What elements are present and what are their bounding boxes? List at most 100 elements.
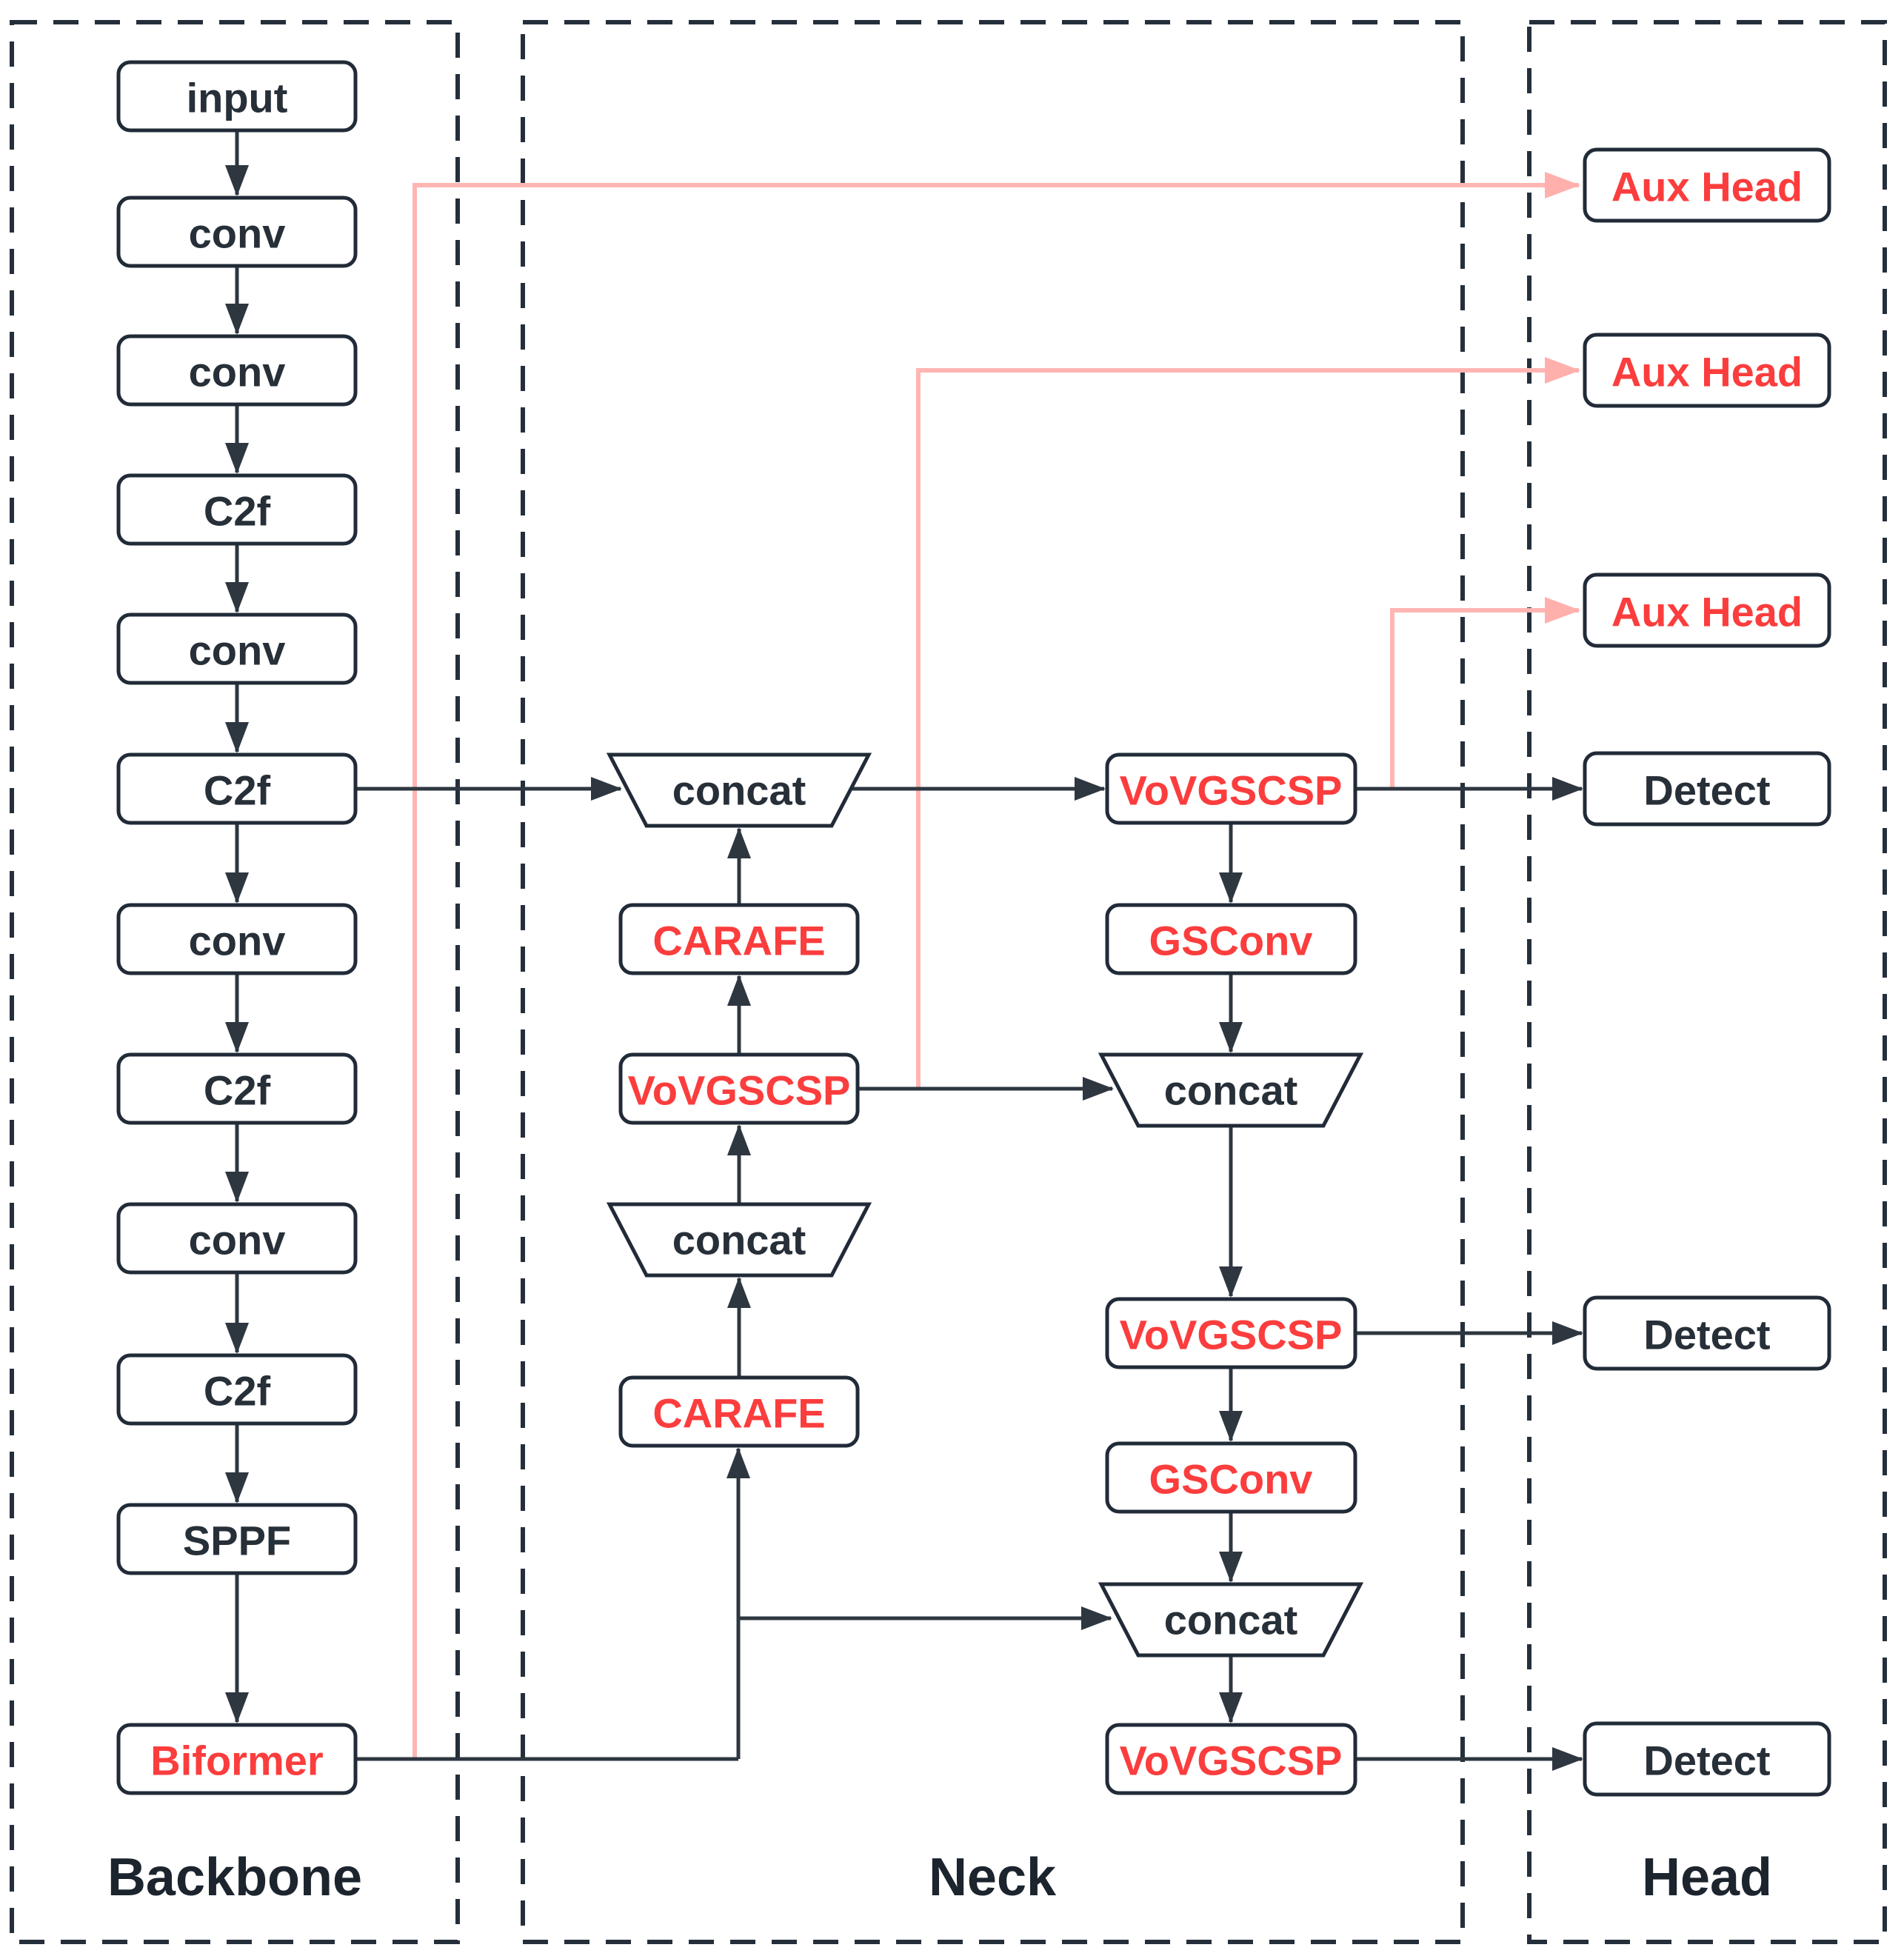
node-input-label: input xyxy=(187,75,288,121)
node-conv-3: conv xyxy=(116,612,358,685)
node-concat-right-2: concat xyxy=(1098,1582,1364,1658)
node-gsconv-2-shape xyxy=(1105,1441,1357,1514)
node-vovgscsp-p4: VoVGSCSP xyxy=(1105,1297,1357,1369)
node-conv-1-label: conv xyxy=(189,210,286,257)
node-detect-1-shape xyxy=(1583,751,1831,827)
node-concat-right-1: concat xyxy=(1098,1052,1364,1128)
node-carafe-1-label: CARAFE xyxy=(652,918,825,964)
neck-section-border xyxy=(521,20,1465,1944)
node-concat-top-label: concat xyxy=(672,767,806,814)
node-carafe-2-shape xyxy=(618,1375,860,1448)
section-labels: Backbone Neck Head xyxy=(107,1848,1772,1907)
node-c2f-1-label: C2f xyxy=(204,488,271,535)
neck-upsample-nodes: concat CARAFE VoVGSCSP concat CARAFE xyxy=(606,752,872,1448)
node-concat-right-2-label: concat xyxy=(1164,1597,1298,1643)
node-aux-head-1: Aux Head xyxy=(1583,147,1831,223)
node-c2f-2: C2f xyxy=(116,752,358,825)
node-conv-3-label: conv xyxy=(189,627,286,674)
node-detect-1-label: Detect xyxy=(1643,767,1770,814)
node-biformer-shape xyxy=(116,1723,358,1795)
node-gsconv-1: GSConv xyxy=(1105,903,1357,975)
node-carafe-2: CARAFE xyxy=(618,1375,860,1448)
node-concat-mid-shape xyxy=(606,1202,872,1278)
node-c2f-3-shape xyxy=(116,1052,358,1125)
node-detect-2: Detect xyxy=(1583,1295,1831,1371)
node-aux-head-3-shape xyxy=(1583,573,1831,648)
neck-flow-edges xyxy=(355,777,1583,1771)
edge-vovgscsp-p3-to-aux-head-3 xyxy=(1390,597,1580,789)
node-concat-right-1-shape xyxy=(1098,1052,1364,1128)
node-aux-head-3-label: Aux Head xyxy=(1611,589,1803,635)
node-concat-mid: concat xyxy=(606,1202,872,1278)
node-concat-right-1-label: concat xyxy=(1164,1067,1298,1114)
node-conv-4-shape xyxy=(116,903,358,975)
head-nodes: Aux Head Aux Head Aux Head Detect Detect… xyxy=(1583,147,1831,1797)
node-carafe-2-label: CARAFE xyxy=(652,1390,825,1437)
node-biformer: Biformer xyxy=(116,1723,358,1795)
node-concat-mid-label: concat xyxy=(672,1217,806,1264)
node-conv-4-label: conv xyxy=(189,918,286,964)
node-c2f-2-shape xyxy=(116,752,358,825)
node-conv-2-shape xyxy=(116,334,358,407)
node-gsconv-1-label: GSConv xyxy=(1149,918,1313,964)
node-conv-5: conv xyxy=(116,1202,358,1275)
node-detect-2-label: Detect xyxy=(1643,1312,1770,1358)
node-carafe-1: CARAFE xyxy=(618,903,860,975)
node-sppf-shape xyxy=(116,1503,358,1575)
head-section-border xyxy=(1527,20,1887,1944)
node-c2f-3: C2f xyxy=(116,1052,358,1125)
node-conv-5-shape xyxy=(116,1202,358,1275)
node-detect-3: Detect xyxy=(1583,1721,1831,1797)
neck-label: Neck xyxy=(929,1848,1057,1907)
node-aux-head-2-shape xyxy=(1583,333,1831,408)
node-conv-2-label: conv xyxy=(189,349,286,395)
node-gsconv-2-label: GSConv xyxy=(1149,1456,1313,1503)
backbone-section-border xyxy=(10,20,460,1944)
node-conv-3-shape xyxy=(116,612,358,685)
node-aux-head-3: Aux Head xyxy=(1583,573,1831,648)
node-vovgscsp-up-label: VoVGSCSP xyxy=(628,1067,851,1114)
node-vovgscsp-p4-label: VoVGSCSP xyxy=(1120,1312,1343,1358)
node-sppf: SPPF xyxy=(116,1503,358,1575)
node-conv-2: conv xyxy=(116,334,358,407)
node-c2f-4-label: C2f xyxy=(204,1368,271,1415)
node-vovgscsp-p3-label: VoVGSCSP xyxy=(1120,767,1343,814)
node-concat-top-shape xyxy=(606,752,872,828)
node-sppf-label: SPPF xyxy=(183,1518,291,1564)
node-concat-right-2-shape xyxy=(1098,1582,1364,1658)
edge-biformer-to-aux-head-1 xyxy=(412,172,1580,1759)
node-c2f-1-shape xyxy=(116,473,358,546)
node-c2f-4: C2f xyxy=(116,1353,358,1426)
node-detect-2-shape xyxy=(1583,1295,1831,1371)
node-conv-5-label: conv xyxy=(189,1217,286,1264)
node-biformer-label: Biformer xyxy=(150,1738,323,1784)
node-concat-top: concat xyxy=(606,752,872,828)
node-aux-head-1-label: Aux Head xyxy=(1611,164,1803,210)
node-vovgscsp-up: VoVGSCSP xyxy=(618,1052,860,1125)
node-conv-1: conv xyxy=(116,196,358,268)
backbone-label: Backbone xyxy=(107,1848,362,1907)
head-label: Head xyxy=(1642,1848,1772,1907)
node-conv-4: conv xyxy=(116,903,358,975)
node-gsconv-1-shape xyxy=(1105,903,1357,975)
node-vovgscsp-p5-shape xyxy=(1105,1723,1357,1795)
node-detect-1: Detect xyxy=(1583,751,1831,827)
backbone-nodes: input conv conv C2f conv C2f conv C2f xyxy=(116,60,358,1795)
node-input-shape xyxy=(116,60,358,133)
node-vovgscsp-p3-shape xyxy=(1105,752,1357,825)
node-detect-3-label: Detect xyxy=(1643,1738,1770,1784)
node-carafe-1-shape xyxy=(618,903,860,975)
node-c2f-4-shape xyxy=(116,1353,358,1426)
node-c2f-2-label: C2f xyxy=(204,767,271,814)
node-aux-head-1-shape xyxy=(1583,147,1831,223)
node-vovgscsp-up-shape xyxy=(618,1052,860,1125)
aux-head-edges xyxy=(412,172,1580,1759)
node-input: input xyxy=(116,60,358,133)
neck-downsample-nodes: VoVGSCSP GSConv concat VoVGSCSP GSConv c… xyxy=(1098,752,1364,1795)
edge-vovgscsp-up-to-aux-head-2 xyxy=(916,357,1580,1089)
node-aux-head-2-label: Aux Head xyxy=(1611,349,1803,395)
node-c2f-3-label: C2f xyxy=(204,1067,271,1114)
node-vovgscsp-p4-shape xyxy=(1105,1297,1357,1369)
node-gsconv-2: GSConv xyxy=(1105,1441,1357,1514)
